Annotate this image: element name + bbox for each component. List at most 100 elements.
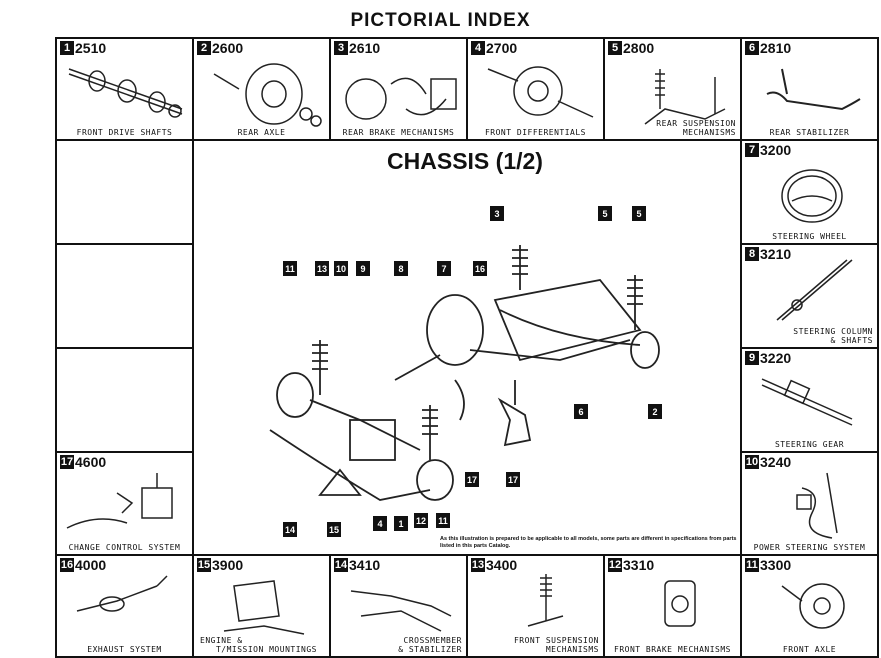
index-number: 8: [745, 247, 759, 261]
part-code: 4600: [75, 454, 107, 470]
caption: REAR STABILIZER: [769, 128, 850, 137]
caption: REAR AXLE: [237, 128, 286, 137]
caption: ENGINE & T/MISSION MOUNTINGS: [200, 636, 317, 654]
caption: CHANGE CONTROL SYSTEM: [68, 543, 181, 552]
part-code: 3240: [760, 454, 792, 470]
part-code: 4000: [75, 557, 107, 573]
index-number: 15: [197, 558, 211, 572]
callout-6: 6: [574, 404, 588, 419]
front-brake-illustration: [664, 580, 696, 627]
callout-14: 14: [283, 522, 297, 537]
steering-column-illustration: [776, 259, 853, 321]
stabilizer-illustration: [766, 68, 861, 111]
callout-13: 13: [315, 261, 329, 276]
callout-8: 8: [394, 261, 408, 276]
index-number: 7: [745, 143, 759, 157]
rear-suspension-illustration: [644, 69, 726, 125]
part-code: 2810: [760, 40, 792, 56]
caption: FRONT DIFFERENTIALS: [484, 128, 586, 137]
callout-9: 9: [356, 261, 370, 276]
part-code: 3310: [623, 557, 655, 573]
caption: FRONT BRAKE MECHANISMS: [614, 645, 731, 654]
part-code: 3210: [760, 246, 792, 262]
mountings-illustration: [223, 580, 305, 635]
index-number: 1: [60, 41, 74, 55]
rear-brake-illustration: [345, 77, 457, 120]
index-number: 6: [745, 41, 759, 55]
part-code: 3400: [486, 557, 518, 573]
caption: FRONT DRIVE SHAFTS: [76, 128, 173, 137]
callout-11: 11: [283, 261, 297, 276]
index-number: 13: [471, 558, 485, 572]
callout-16: 16: [473, 261, 487, 276]
callout-5: 5: [632, 206, 646, 221]
front-axle-illustration: [781, 583, 845, 629]
part-code: 2800: [623, 40, 655, 56]
front-suspension-illustration: [527, 574, 564, 627]
index-number: 3: [334, 41, 348, 55]
index-number: 16: [60, 558, 74, 572]
rear-axle-illustration: [213, 63, 322, 127]
change-control-illustration: [66, 473, 173, 529]
index-number: 10: [745, 455, 759, 469]
power-steering-illustration: [796, 472, 838, 539]
callout-5: 5: [598, 206, 612, 221]
index-number: 14: [334, 558, 348, 572]
index-number: 9: [745, 351, 759, 365]
part-code: 3300: [760, 557, 792, 573]
callout-15: 15: [327, 522, 341, 537]
page-title: PICTORIAL INDEX: [350, 10, 531, 31]
chassis-title: CHASSIS (1/2): [387, 148, 543, 174]
caption: STEERING WHEEL: [772, 232, 847, 241]
index-number: 17: [60, 455, 74, 469]
callout-3: 3: [490, 206, 504, 221]
part-code: 3410: [349, 557, 381, 573]
steering-gear-illustration: [761, 378, 853, 426]
part-code: 3900: [212, 557, 244, 573]
index-number: 4: [471, 41, 485, 55]
caption: REAR SUSPENSION MECHANISMS: [656, 119, 736, 137]
callout-4: 4: [373, 516, 387, 531]
caption: EXHAUST SYSTEM: [87, 645, 162, 654]
part-code: 2510: [75, 40, 107, 56]
callout-1: 1: [394, 516, 408, 531]
part-code: 2610: [349, 40, 381, 56]
index-number: 2: [197, 41, 211, 55]
callout-7: 7: [437, 261, 451, 276]
steering-wheel-illustration: [781, 169, 843, 223]
exhaust-illustration: [76, 575, 168, 612]
part-code: 3220: [760, 350, 792, 366]
callout-10: 10: [334, 261, 348, 276]
caption: FRONT AXLE: [782, 645, 837, 654]
part-code: 3200: [760, 142, 792, 158]
callout-17: 17: [506, 472, 520, 487]
index-number: 11: [745, 558, 759, 572]
part-code: 2600: [212, 40, 244, 56]
caption: CROSSMEMBER & STABILIZER: [398, 636, 462, 654]
part-code: 2700: [486, 40, 518, 56]
callout-17: 17: [465, 472, 479, 487]
index-number: 5: [608, 41, 622, 55]
applicability-note: As this illustration is prepared to be a…: [440, 536, 737, 549]
callout-11: 11: [436, 513, 450, 528]
drive-shaft-illustration: [68, 68, 183, 118]
caption: STEERING GEAR: [774, 440, 845, 449]
callout-2: 2: [648, 404, 662, 419]
index-number: 12: [608, 558, 622, 572]
callout-12: 12: [414, 513, 428, 528]
caption: POWER STEERING SYSTEM: [753, 543, 866, 552]
caption: REAR BRAKE MECHANISMS: [342, 128, 455, 137]
caption: STEERING COLUMN & SHAFTS: [793, 327, 873, 345]
